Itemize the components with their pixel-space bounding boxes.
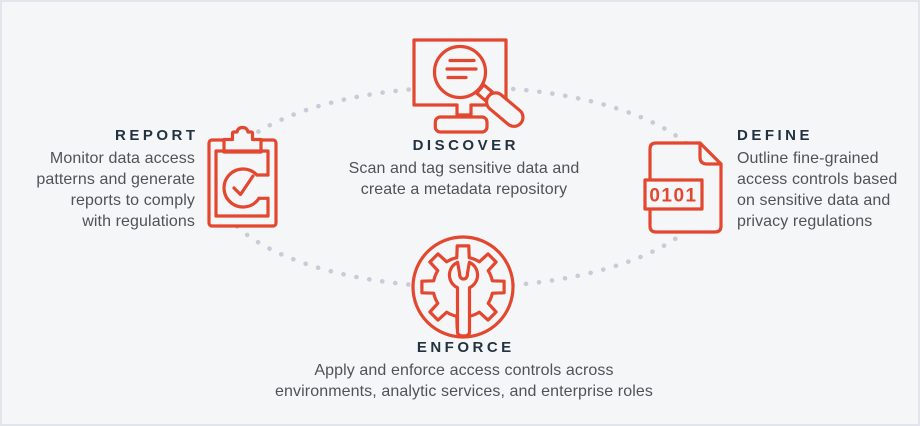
stage-discover-title: DISCOVER — [412, 137, 519, 154]
stage-report: REPORT Monitor data access patterns and … — [2, 126, 195, 232]
clipboard-check-icon — [207, 125, 278, 228]
stage-discover-description-line: create a metadata repository — [360, 181, 568, 198]
stage-report-description-line: with regulations — [82, 213, 195, 230]
stage-define: DEFINE Outline fine-grained access contr… — [737, 126, 897, 232]
stage-enforce-title: ENFORCE — [416, 339, 515, 356]
stage-define-description-line: privacy regulations — [737, 213, 873, 230]
stage-report-description-line: reports to comply — [70, 192, 195, 209]
gear-wrench-icon — [411, 235, 515, 339]
stage-enforce-description-line: Apply and enforce access controls across — [314, 362, 614, 379]
stage-report-description-line: Monitor data access — [49, 150, 195, 167]
binary-document-icon: 0101 — [643, 141, 723, 234]
stage-define-title: DEFINE — [737, 127, 814, 144]
stage-discover: DISCOVER Scan and tag sensitive data and… — [314, 136, 614, 200]
monitor-search-icon — [412, 38, 525, 134]
stage-discover-description-line: Scan and tag sensitive data and — [348, 160, 580, 177]
binary-text: 0101 — [649, 186, 697, 207]
stage-report-description-line: patterns and generate — [36, 171, 195, 188]
stage-define-description-line: on sensitive data and — [737, 192, 891, 209]
stage-define-description-line: Outline fine-grained — [737, 150, 879, 167]
stage-enforce-description-line: environments, analytic services, and ent… — [275, 383, 653, 400]
stage-report-title: REPORT — [114, 127, 199, 144]
stage-enforce: ENFORCE Apply and enforce access control… — [264, 338, 664, 402]
stage-define-description-line: access controls based — [737, 171, 898, 188]
